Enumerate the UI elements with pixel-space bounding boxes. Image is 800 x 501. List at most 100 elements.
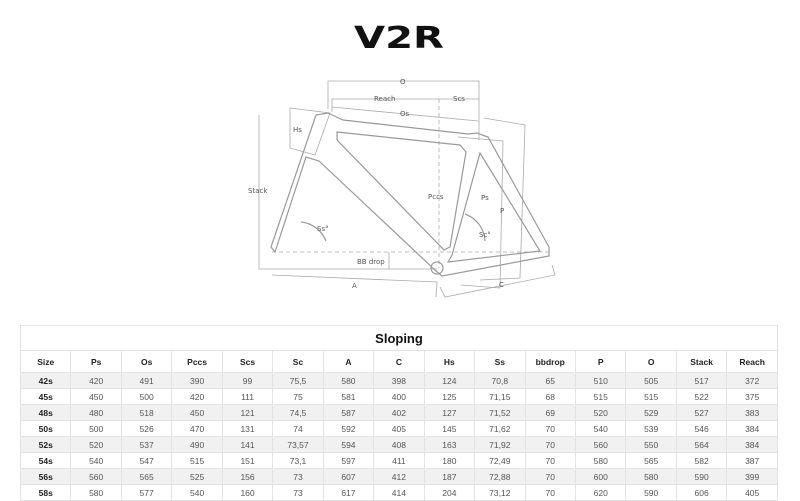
table-cell: 70 — [524, 484, 576, 501]
table-cell: 151 — [221, 452, 274, 469]
table-cell: 70,8 — [474, 372, 526, 389]
v2r-logo: V2R — [354, 21, 444, 54]
table-cell: 480 — [70, 404, 122, 421]
label-pccs: Pccs — [428, 193, 444, 201]
table-cell: 577 — [120, 484, 173, 501]
table-cell: 515 — [574, 388, 627, 405]
label-hs: Hs — [293, 126, 302, 134]
dimension-lines — [258, 80, 556, 298]
table-cell: 402 — [373, 404, 425, 421]
table-cell: 65 — [524, 372, 576, 389]
column-header: Size — [19, 350, 72, 373]
table-cell: 490 — [171, 436, 223, 453]
table-cell: 500 — [70, 420, 122, 437]
table-cell: 111 — [221, 388, 274, 405]
table-cell: 517 — [675, 372, 728, 389]
table-cell: 74,5 — [272, 404, 324, 421]
table-title: Sloping — [20, 325, 778, 351]
table-cell: 525 — [171, 468, 223, 485]
table-cell: 163 — [423, 436, 476, 453]
table-cell: 537 — [120, 436, 173, 453]
column-header: C — [373, 350, 425, 373]
table-cell: 69 — [524, 404, 576, 421]
column-header: Sc — [272, 350, 324, 373]
table-cell: 560 — [70, 468, 122, 485]
table-cell: 124 — [423, 372, 476, 389]
table-cell: 125 — [423, 388, 476, 405]
table-cell: 590 — [675, 468, 728, 485]
table-cell: 539 — [625, 420, 677, 437]
table-cell: 590 — [625, 484, 677, 501]
table-cell: 518 — [120, 404, 173, 421]
column-header: bbdrop — [524, 350, 576, 373]
table-cell: 470 — [171, 420, 223, 437]
table-cell: 505 — [625, 372, 677, 389]
table-cell: 565 — [625, 452, 677, 469]
table-cell: 73,12 — [474, 484, 526, 501]
table-cell: 75,5 — [272, 372, 324, 389]
table-cell: 527 — [675, 404, 728, 421]
table-cell: 450 — [171, 404, 223, 421]
table-cell: 540 — [574, 420, 627, 437]
column-header: O — [625, 350, 677, 373]
table-cell: 71,62 — [474, 420, 526, 437]
table-cell: 581 — [322, 388, 375, 405]
table-cell: 204 — [423, 484, 476, 501]
table-cell: 408 — [373, 436, 425, 453]
table-cell: 540 — [70, 452, 122, 469]
table-cell: 411 — [373, 452, 425, 469]
column-header: Hs — [423, 350, 476, 373]
table-cell: 99 — [221, 372, 274, 389]
table-cell: 73 — [272, 468, 324, 485]
label-head-angle: Ss° — [317, 225, 329, 233]
table-cell: 606 — [675, 484, 728, 501]
table-cell: 597 — [322, 452, 375, 469]
size-cell: 45s — [19, 388, 72, 405]
size-cell: 50s — [19, 420, 72, 437]
table-cell: 121 — [221, 404, 274, 421]
table-cell: 550 — [625, 436, 677, 453]
table-cell: 529 — [625, 404, 677, 421]
table-cell: 414 — [373, 484, 425, 501]
frame-outline — [270, 112, 550, 277]
label-c: C — [499, 281, 504, 289]
table-cell: 73,57 — [272, 436, 324, 453]
table-cell: 500 — [120, 388, 173, 405]
table-cell: 384 — [726, 436, 778, 453]
size-cell: 42s — [19, 372, 72, 389]
column-header: Scs — [221, 350, 274, 373]
table-cell: 522 — [675, 388, 728, 405]
table-cell: 540 — [171, 484, 223, 501]
table-cell: 141 — [221, 436, 274, 453]
label-ps: Ps — [481, 194, 489, 202]
table-cell: 384 — [726, 420, 778, 437]
table-cell: 71,92 — [474, 436, 526, 453]
column-header: Ss — [474, 350, 526, 373]
column-header: Pccs — [171, 350, 223, 373]
column-header: P — [574, 350, 627, 373]
table-cell: 71,52 — [474, 404, 526, 421]
table-cell: 390 — [171, 372, 223, 389]
table-cell: 515 — [171, 452, 223, 469]
column-header: Os — [120, 350, 173, 373]
table-cell: 180 — [423, 452, 476, 469]
label-bb-drop: BB drop — [357, 258, 385, 266]
label-seat-angle: Sc° — [479, 231, 491, 239]
table-cell: 520 — [574, 404, 627, 421]
column-header: Ps — [70, 350, 122, 373]
size-cell: 48s — [19, 404, 72, 421]
table-cell: 375 — [726, 388, 778, 405]
label-scs: Scs — [453, 95, 465, 103]
table-cell: 587 — [322, 404, 375, 421]
table-cell: 405 — [373, 420, 425, 437]
table-cell: 582 — [675, 452, 728, 469]
table-cell: 515 — [625, 388, 677, 405]
table-cell: 580 — [322, 372, 375, 389]
